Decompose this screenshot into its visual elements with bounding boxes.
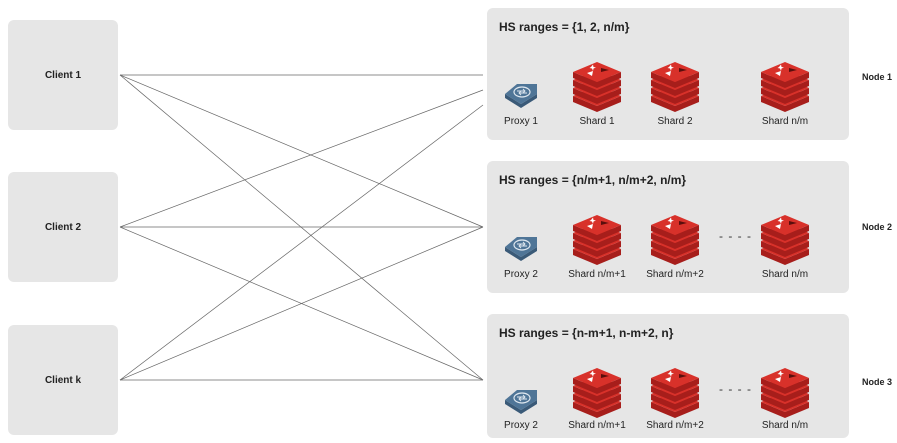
redis-shard-stack-icon: [761, 215, 809, 265]
node-2-proxy: [503, 233, 539, 268]
client-2-label: Client 2: [44, 221, 82, 233]
node-1-shard-2: [649, 60, 701, 117]
redis-shard-stack-icon: [573, 62, 621, 112]
node-3-shard-1: [571, 366, 623, 423]
node-1-panel: HS ranges = {1, 2, n/m} Proxy 1 Shard 1: [487, 8, 849, 140]
node-3-shard-1-label: Shard n/m+1: [568, 420, 626, 431]
node-3-proxy-label: Proxy 2: [504, 420, 538, 431]
node-3-ellipsis: - - - -: [719, 382, 752, 396]
connector-ck-n2: [119, 226, 484, 381]
redis-shard-stack-icon: [573, 368, 621, 418]
redis-shard-stack-icon: [651, 215, 699, 265]
node-1-shard-1: [571, 60, 623, 117]
node-1-shard-n: [759, 60, 811, 117]
node-1-label: Node 1: [862, 72, 893, 82]
node-1-shard-2-label: Shard 2: [657, 116, 693, 127]
node-2-label: Node 2: [862, 222, 893, 232]
node-2-ellipsis: - - - -: [719, 229, 752, 243]
node-3-shard-n: [759, 366, 811, 423]
redis-shard-stack-icon: [761, 62, 809, 112]
connector-ck-n1: [119, 104, 484, 381]
node-3-label: Node 3: [862, 377, 893, 387]
node-3-shard-2: [649, 366, 701, 423]
node-3-shard-n-label: Shard n/m: [761, 420, 809, 431]
node-1-shard-1-label: Shard 1: [579, 116, 615, 127]
node-1-hs-ranges: HS ranges = {1, 2, n/m}: [499, 20, 630, 34]
redis-shard-stack-icon: [573, 215, 621, 265]
redis-shard-stack-icon: [651, 62, 699, 112]
node-2-shard-n-label: Shard n/m: [761, 269, 809, 280]
node-2-panel: HS ranges = {n/m+1, n/m+2, n/m} Proxy 2 …: [487, 161, 849, 293]
connector-c1-n3: [119, 74, 484, 381]
proxy-router-icon: [505, 237, 537, 261]
node-2-hs-ranges: HS ranges = {n/m+1, n/m+2, n/m}: [499, 173, 687, 187]
node-3-panel: HS ranges = {n-m+1, n-m+2, n} Proxy 2 Sh…: [487, 314, 849, 438]
redis-shard-stack-icon: [761, 368, 809, 418]
proxy-router-icon: [505, 390, 537, 414]
node-1-proxy-label: Proxy 1: [504, 116, 538, 127]
connector-c1-n2: [119, 74, 484, 228]
node-2-shard-n: [759, 213, 811, 270]
client-1-box: Client 1: [8, 20, 118, 130]
client-2-box: Client 2: [8, 172, 118, 282]
node-2-shard-1: [571, 213, 623, 270]
node-2-proxy-label: Proxy 2: [504, 269, 538, 280]
proxy-router-icon: [505, 84, 537, 108]
node-3-proxy: [503, 386, 539, 421]
connector-c2-n1: [119, 89, 484, 228]
client-1-label: Client 1: [44, 69, 82, 81]
node-2-shard-2-label: Shard n/m+2: [646, 269, 704, 280]
client-k-label: Client k: [44, 374, 82, 386]
node-1-shard-n-label: Shard n/m: [761, 116, 809, 127]
node-2-shard-2: [649, 213, 701, 270]
node-1-proxy: [503, 80, 539, 115]
node-3-shard-2-label: Shard n/m+2: [646, 420, 704, 431]
redis-shard-stack-icon: [651, 368, 699, 418]
client-k-box: Client k: [8, 325, 118, 435]
node-3-hs-ranges: HS ranges = {n-m+1, n-m+2, n}: [499, 326, 674, 340]
node-2-shard-1-label: Shard n/m+1: [568, 269, 626, 280]
